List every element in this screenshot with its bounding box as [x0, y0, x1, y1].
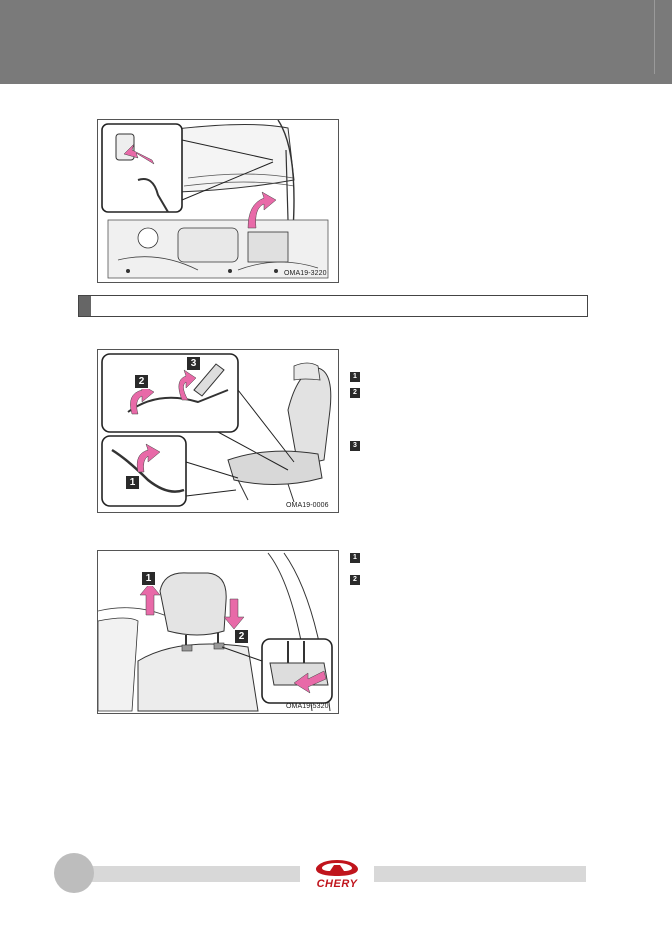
footer-rule-right — [374, 866, 586, 882]
step-badge: 1 — [350, 553, 360, 563]
raise-arrow-icon — [139, 582, 161, 616]
figure-code: OMA19-0006 — [286, 502, 329, 509]
footer-rule-left — [74, 866, 300, 882]
hood-figure: OMA19-3220 — [97, 119, 339, 283]
figure-badge: 3 — [186, 356, 201, 371]
slide-arrow-icon — [136, 443, 161, 473]
brand-name: CHERY — [316, 878, 358, 890]
seat-figure: 3 2 1 OMA19-0006 — [97, 349, 339, 513]
section-heading-bar — [78, 295, 588, 317]
figure-badge: 2 — [134, 374, 149, 389]
lift-arrow-icon — [247, 191, 277, 229]
figure-badge: 2 — [234, 629, 249, 644]
lower-arrow-icon — [223, 598, 245, 630]
hood-illustration — [101, 120, 329, 279]
height-arrow-icon — [178, 369, 197, 401]
release-arrow-icon — [293, 670, 327, 694]
step-badge: 3 — [350, 441, 360, 451]
header-band — [0, 0, 672, 84]
headrest-illustration — [98, 552, 333, 712]
recline-arrow-icon — [130, 383, 155, 415]
chery-logo-icon — [316, 860, 358, 876]
seat-illustration — [101, 353, 332, 507]
headrest-figure: 1 2 OMA19-5320 — [97, 550, 339, 714]
header-tab-divider — [654, 0, 655, 74]
section-marker — [79, 296, 91, 316]
step-badge: 2 — [350, 388, 360, 398]
figure-badge: 1 — [125, 475, 140, 490]
page-number-circle — [54, 853, 94, 893]
figure-badge: 1 — [141, 571, 156, 586]
push-arrow-icon — [123, 143, 155, 165]
step-badge: 1 — [350, 372, 360, 382]
step-badge: 2 — [350, 575, 360, 585]
figure-code: OMA19-5320 — [286, 703, 329, 710]
brand-logo: CHERY — [304, 858, 370, 892]
figure-code: OMA19-3220 — [284, 270, 327, 277]
